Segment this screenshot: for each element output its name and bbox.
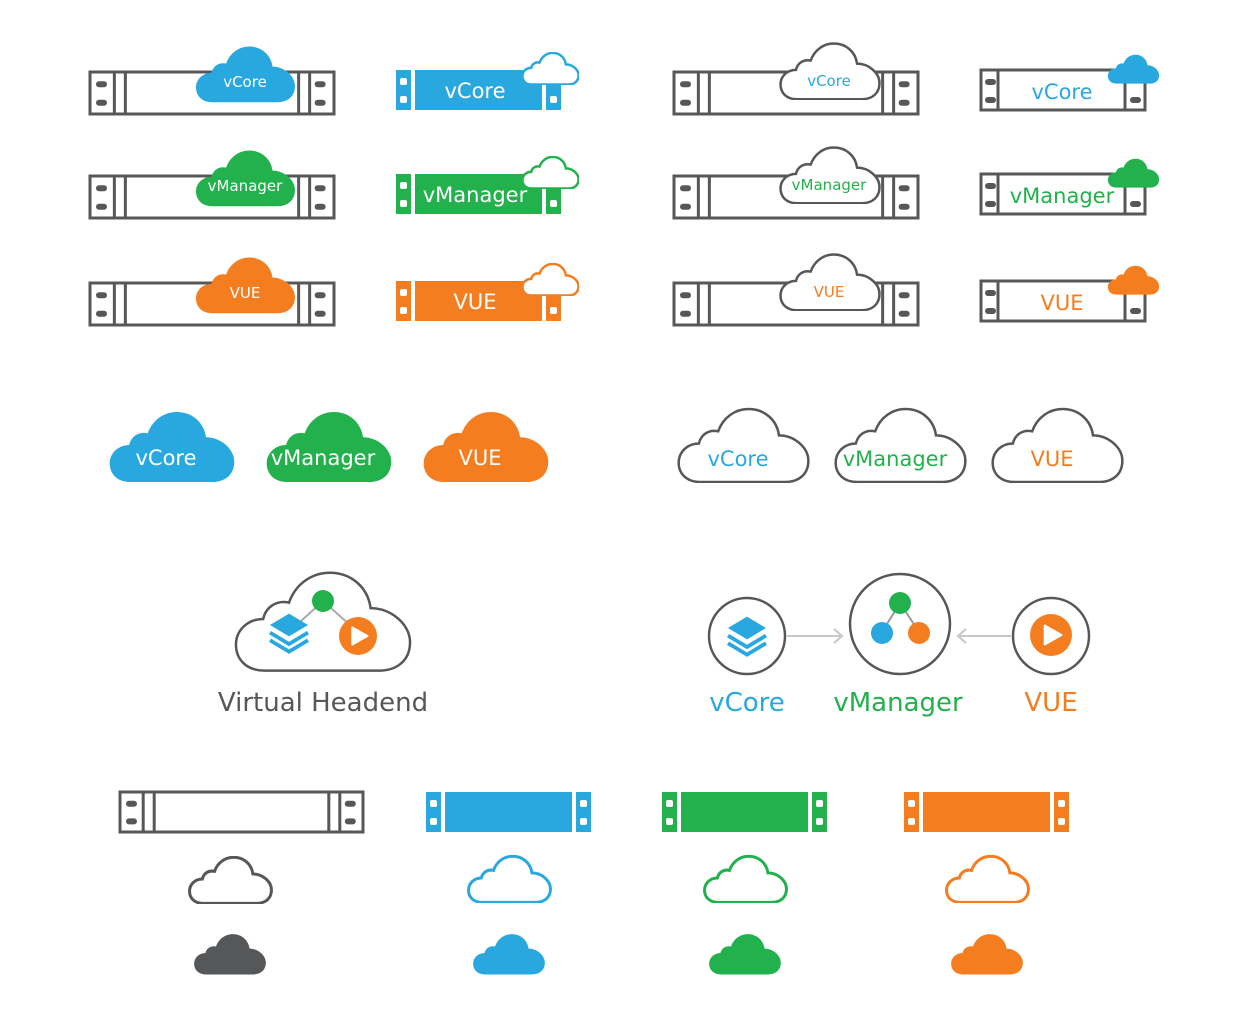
- slot: [314, 310, 326, 317]
- cloud-label: vCore: [807, 72, 851, 90]
- play-icon: [339, 617, 377, 655]
- vmanager-node: [848, 572, 952, 676]
- play-icon: [1030, 614, 1072, 656]
- slot: [314, 99, 326, 106]
- slot: [1130, 308, 1141, 314]
- slot: [96, 185, 107, 192]
- cloud-label: VUE: [814, 283, 845, 301]
- rack-server-filled: [662, 792, 827, 832]
- arrow-right-icon: [787, 628, 844, 644]
- cloud-icon: [709, 934, 781, 975]
- slot: [96, 81, 107, 88]
- virtual-headend-cloud-icon: [234, 570, 412, 672]
- slot: [680, 310, 691, 317]
- cloud-icon: [1107, 158, 1160, 188]
- slot: [985, 97, 996, 103]
- cloud-outline-icon-vmanager: [834, 407, 967, 483]
- cloud-outline-icon: [188, 856, 273, 904]
- slot: [96, 99, 107, 106]
- slot: [126, 818, 137, 825]
- cloud-label: VUE: [1030, 447, 1073, 471]
- slot: [344, 800, 356, 807]
- slot: [898, 81, 910, 88]
- slot: [898, 99, 910, 106]
- layers-icon: [727, 616, 767, 657]
- slot: [680, 185, 691, 192]
- slot: [1130, 201, 1141, 207]
- cloud-outline-icon: [522, 52, 579, 85]
- cloud-label: vCore: [135, 446, 196, 470]
- slot: [344, 818, 356, 825]
- rack-label: vManager: [1010, 184, 1115, 208]
- slot: [898, 185, 910, 192]
- slot: [898, 292, 910, 299]
- rack-server-filled: [426, 792, 591, 832]
- rack-label: VUE: [453, 290, 496, 314]
- rack-server-filled: [904, 792, 1069, 832]
- cloud-outline-icon: [945, 855, 1030, 903]
- slot: [314, 81, 326, 88]
- cloud-label: vManager: [792, 176, 867, 194]
- cloud-icon: [951, 934, 1023, 975]
- cloud-icon: [473, 934, 545, 975]
- rack-label: vCore: [444, 79, 505, 103]
- cloud-outline-icon: [703, 855, 788, 903]
- rack-server-outline: [118, 790, 365, 834]
- architecture-diagram: [707, 572, 1091, 676]
- slot: [680, 81, 691, 88]
- vmanager-label: vManager: [833, 688, 963, 718]
- cloud-label: vManager: [208, 177, 283, 195]
- slot: [680, 99, 691, 106]
- node-icon: [312, 590, 334, 612]
- slot: [314, 292, 326, 299]
- cloud-outline-icon-vue: [991, 407, 1124, 483]
- cloud-label: VUE: [458, 446, 501, 470]
- slot: [898, 203, 910, 210]
- cloud-label: vCore: [707, 447, 768, 471]
- slot: [985, 79, 996, 85]
- slot: [680, 203, 691, 210]
- vue-label: VUE: [1024, 688, 1077, 718]
- rack-label: VUE: [1040, 291, 1083, 315]
- cloud-label: VUE: [230, 284, 261, 302]
- rack-server-outline-vmanager: [979, 172, 1147, 216]
- cloud-outline-icon: [522, 263, 579, 296]
- cloud-icon: [1107, 265, 1160, 295]
- rack-label: vCore: [1031, 80, 1092, 104]
- arrow-left-icon: [956, 628, 1011, 644]
- slot: [1130, 97, 1141, 103]
- slot: [985, 290, 996, 296]
- cloud-icon: [1107, 54, 1160, 84]
- cloud-label: vManager: [843, 447, 948, 471]
- slot: [898, 310, 910, 317]
- slot: [985, 183, 996, 189]
- share-node-top: [889, 592, 911, 614]
- slot: [680, 292, 691, 299]
- slot: [96, 292, 107, 299]
- cloud-outline-icon-vcore: [677, 407, 810, 483]
- rack-label: vManager: [423, 183, 528, 207]
- rack-server-vue-cloud-filled: [88, 281, 336, 327]
- virtual-headend-label: Virtual Headend: [218, 688, 428, 718]
- slot: [985, 201, 996, 207]
- slot: [314, 203, 326, 210]
- vcore-label: vCore: [709, 688, 785, 718]
- cloud-outline-icon: [522, 156, 579, 189]
- slot: [126, 800, 137, 807]
- slot: [314, 185, 326, 192]
- cloud-label: vManager: [271, 446, 376, 470]
- share-node-right: [908, 622, 930, 644]
- cloud-icon: [194, 934, 266, 975]
- slot: [96, 203, 107, 210]
- cloud-label: vCore: [223, 73, 267, 91]
- cloud-outline-icon: [467, 855, 552, 903]
- share-node-left: [871, 622, 893, 644]
- slot: [985, 308, 996, 314]
- slot: [96, 310, 107, 317]
- layers-icon: [269, 613, 309, 654]
